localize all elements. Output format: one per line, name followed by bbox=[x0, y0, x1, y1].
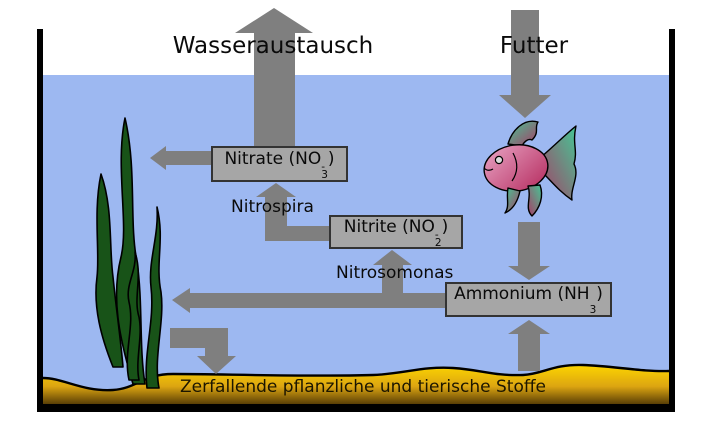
nitrate-label: Nitrate (NO-3) bbox=[224, 149, 335, 182]
substrate-gravel bbox=[43, 363, 669, 404]
fish-bottom-fin bbox=[527, 184, 543, 217]
ammonium-to-nitrite-and-plant-nitrosomonas-arrow bbox=[172, 250, 445, 313]
aquatic-plant bbox=[95, 117, 163, 389]
nitrite-box: Nitrite (NO-2) bbox=[329, 215, 463, 249]
fish-front-fin bbox=[504, 187, 521, 214]
tank-bottom bbox=[37, 404, 675, 412]
nitrosomonas-label: Nitrosomonas bbox=[336, 263, 454, 283]
plant-debris-to-substrate-arrow bbox=[170, 328, 236, 374]
substrate-to-ammonium-arrow bbox=[508, 320, 550, 371]
fish-tail-fin bbox=[539, 125, 577, 201]
nitrite-to-nitrate-nitrospira-arrow bbox=[256, 183, 329, 241]
tank-right-wall bbox=[669, 29, 675, 412]
nitrite-label: Nitrite (NO-2) bbox=[343, 217, 449, 250]
fish-eye bbox=[494, 155, 504, 165]
fish-top-fin bbox=[507, 120, 539, 147]
nitrospira-label: Nitrospira bbox=[231, 197, 314, 217]
wasseraustausch-label: Wasseraustausch bbox=[172, 33, 374, 59]
fish bbox=[483, 120, 577, 217]
tank-left-wall bbox=[37, 29, 43, 412]
nitrate-to-plant-arrow bbox=[150, 146, 211, 170]
substrate-label: Zerfallende pflanzliche und tierische St… bbox=[179, 377, 547, 397]
wasseraustausch-up-arrow bbox=[235, 8, 313, 146]
fish-to-ammonium-arrow bbox=[508, 222, 550, 280]
futter-down-arrow bbox=[499, 10, 551, 118]
nitrate-box: Nitrate (NO-3) bbox=[211, 146, 348, 182]
futter-label: Futter bbox=[499, 33, 569, 59]
